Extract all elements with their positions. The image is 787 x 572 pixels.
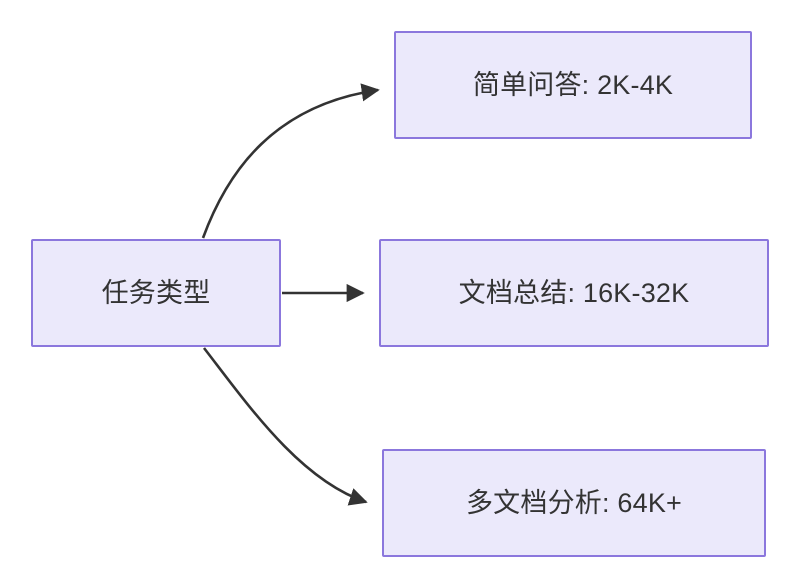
edge-to-simple-qa (201, 83, 380, 239)
node-simple-qa-label: 简单问答: 2K-4K (472, 69, 674, 100)
node-multi-doc[interactable]: 多文档分析: 64K+ (382, 449, 766, 557)
node-multi-doc-label: 多文档分析: 64K+ (465, 487, 682, 518)
node-simple-qa[interactable]: 简单问答: 2K-4K (394, 31, 752, 139)
edge-to-multi-doc (202, 347, 368, 506)
node-doc-summary-label: 文档总结: 16K-32K (458, 277, 690, 308)
node-task-type[interactable]: 任务类型 (31, 239, 281, 347)
node-doc-summary[interactable]: 文档总结: 16K-32K (379, 239, 769, 347)
node-task-type-label: 任务类型 (101, 277, 211, 308)
